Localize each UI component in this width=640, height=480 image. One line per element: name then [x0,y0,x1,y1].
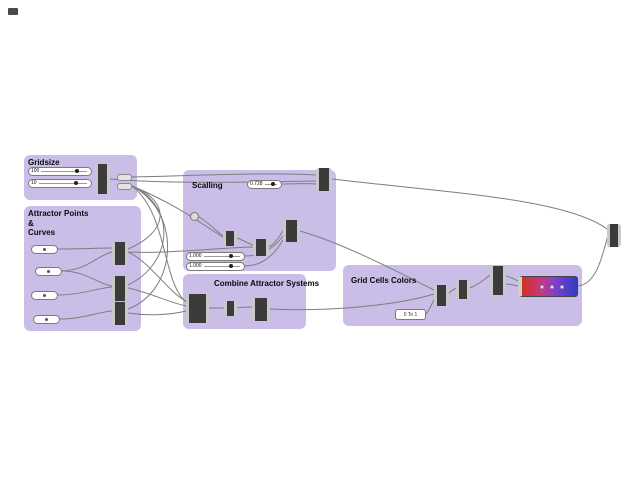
scale-slider[interactable]: 0.728 [247,180,282,189]
slider-grip[interactable] [74,181,79,185]
param-nub[interactable] [190,212,199,221]
group-label-gridcolors: Grid Cells Colors [351,276,417,285]
slider-value: 1.000 [189,253,202,259]
grid-component[interactable] [95,164,110,194]
attractor-point-param-3[interactable] [31,291,58,300]
param-dot [47,270,50,273]
slider-grip[interactable] [74,169,79,173]
combine-node-1[interactable] [224,301,237,316]
range-slider-1[interactable]: 1.000 [186,252,245,261]
color-node-1[interactable] [434,285,449,306]
param-dot [45,318,48,321]
attractor-point-param-1[interactable] [31,245,58,254]
grid-size-slider-2[interactable]: 10 [28,179,92,188]
param-dot [43,248,46,251]
gradient-component[interactable] [518,276,578,297]
scalling-node-2[interactable] [253,239,269,256]
slider-value: 100 [31,168,40,174]
slider-value: 0.728 [250,181,263,187]
combine-component[interactable] [186,294,209,323]
gradient-grip-1[interactable] [540,285,544,289]
gradient-grip-3[interactable] [560,285,564,289]
slider-value: 10 [31,180,37,186]
slider-track [203,254,240,258]
canvas-logo [8,8,18,15]
group-label-scalling: Scalling [192,181,223,190]
slider-grip[interactable] [229,264,234,268]
group-label-attractor: Attractor Points & Curves [28,209,89,238]
slider-track [38,181,87,185]
scalling-node-3[interactable] [283,220,300,242]
attractor-component-3[interactable] [112,302,128,325]
gradient-control-component[interactable] [490,266,506,295]
slider-grip[interactable] [270,182,275,186]
combine-node-2[interactable] [252,298,270,321]
range-slider-2[interactable]: 1.000 [186,262,245,271]
grid-output-param-1[interactable] [117,174,132,181]
scaled-grid-component[interactable] [316,168,332,191]
slider-track [203,264,240,268]
grid-output-param-2[interactable] [117,183,132,190]
slider-value: 1.000 [189,263,202,269]
slider-track [41,169,87,173]
attractor-point-param-2[interactable] [35,267,62,276]
param-dot [43,294,46,297]
attractor-component-2[interactable] [112,276,128,301]
attractor-point-param-4[interactable] [33,315,60,324]
grid-size-slider-1[interactable]: 100 [28,167,92,176]
domain-panel[interactable]: 0 To 1 [395,309,426,320]
slider-grip[interactable] [229,254,234,258]
scalling-node-1[interactable] [223,231,237,246]
attractor-component-1[interactable] [112,242,128,265]
group-label-combine: Combine Attractor Systems [214,279,320,288]
preview-component[interactable] [607,224,621,247]
group-label-gridsize: Gridsize [28,158,60,167]
slider-track [264,182,277,186]
gradient-grip-2[interactable] [550,285,554,289]
color-node-2[interactable] [456,280,470,299]
